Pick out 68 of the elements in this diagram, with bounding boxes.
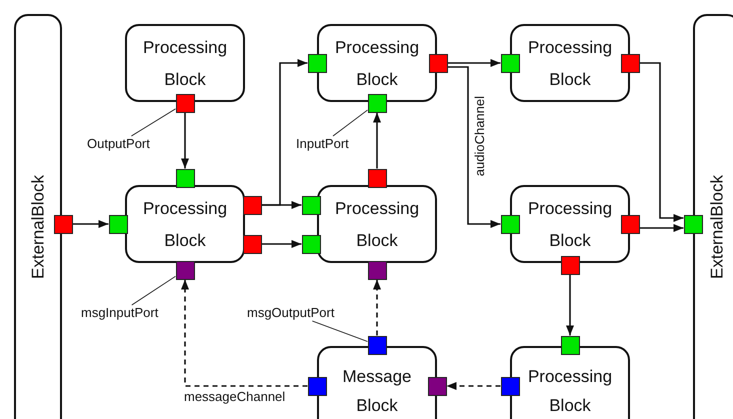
arrow <box>72 220 108 228</box>
input-port <box>308 54 326 72</box>
block-label: Processing Block <box>142 37 228 91</box>
output-port <box>368 168 386 188</box>
message-input-port <box>176 260 194 280</box>
output-port <box>428 54 448 72</box>
block-label: Message Block <box>342 366 412 417</box>
dashed-arrow <box>181 280 308 387</box>
message-output-port <box>500 376 520 396</box>
input-port <box>302 196 320 214</box>
message-input-port <box>368 260 386 280</box>
block-label: Processing Block <box>526 198 614 252</box>
output-port <box>620 214 640 234</box>
block-label: Processing Block <box>526 37 614 91</box>
input-port <box>500 214 520 234</box>
message-output-port <box>368 336 386 354</box>
processing-block <box>510 185 630 263</box>
arrow <box>640 62 684 222</box>
port-label: InputPort <box>296 136 349 152</box>
leader-line <box>312 320 368 342</box>
arrow <box>262 201 302 209</box>
input-port <box>500 54 520 72</box>
input-port <box>108 214 128 234</box>
block-label: ExternalBlock <box>706 175 728 279</box>
leader-line <box>332 110 368 136</box>
block-label: Processing Block <box>334 37 420 91</box>
input-port <box>368 94 386 112</box>
processing-block <box>317 185 437 263</box>
dashed-arrow <box>446 382 500 390</box>
leader-line <box>131 276 176 306</box>
arrow <box>448 59 500 67</box>
processing-block <box>125 24 245 102</box>
port-label: OutputPort <box>87 136 150 152</box>
arrow <box>262 240 302 248</box>
arrow <box>181 112 189 168</box>
processing-block <box>510 24 630 102</box>
block-label: Processing Block <box>142 198 228 252</box>
leader-line <box>131 108 176 136</box>
arrow <box>640 224 684 232</box>
processing-block <box>125 185 245 263</box>
output-port <box>242 196 262 214</box>
arrow <box>448 66 500 228</box>
input-port <box>684 214 702 234</box>
processing-block <box>510 346 630 419</box>
message-input-port <box>428 376 446 396</box>
external-block <box>14 14 62 419</box>
port-label: msgOutputPort <box>247 305 334 321</box>
processing-block <box>317 24 437 102</box>
output-port <box>242 234 262 254</box>
arrow <box>566 274 574 336</box>
message-block <box>317 346 437 419</box>
edge-label: audioChannel <box>472 96 487 176</box>
message-output-port <box>308 376 326 396</box>
output-port <box>54 214 72 234</box>
output-port <box>560 256 580 274</box>
block-label: ExternalBlock <box>28 175 48 279</box>
block-label: Processing Block <box>526 366 614 417</box>
dashed-arrow <box>373 280 381 336</box>
output-port <box>620 54 640 72</box>
input-port <box>560 336 580 354</box>
arrow <box>373 112 381 168</box>
input-port <box>176 168 194 188</box>
input-port <box>302 234 320 254</box>
port-label: msgInputPort <box>81 305 158 321</box>
block-label: Processing Block <box>334 198 420 252</box>
edge-label: messageChannel <box>184 389 286 404</box>
external-block <box>693 14 733 419</box>
output-port <box>176 94 194 112</box>
